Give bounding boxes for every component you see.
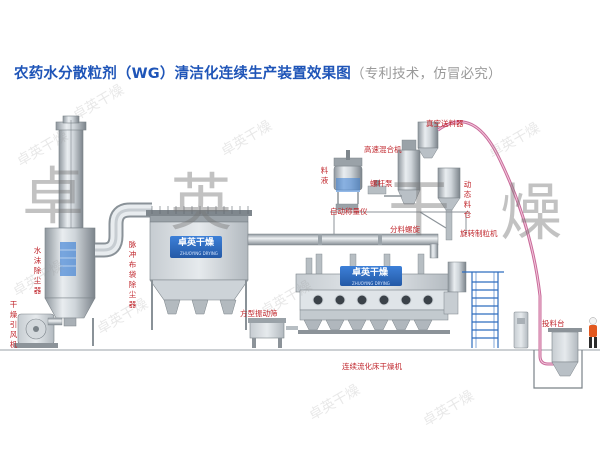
label-vacuum-feeder: 真空送料器 bbox=[426, 119, 464, 128]
label-material-liquid: 料液 bbox=[320, 166, 329, 185]
connecting-duct-top bbox=[247, 233, 439, 259]
feeding-platform-frame bbox=[330, 211, 470, 234]
diagram-title: 农药水分散粒剂（WG）清洁化连续生产装置效果图（专利技术，仿冒必究） bbox=[14, 62, 594, 83]
label-dynamic-silo: 动态料仓 bbox=[463, 180, 472, 219]
label-pulse-bag-filter: 脉冲布袋除尘器 bbox=[128, 240, 137, 309]
label-water-film-scrubber: 水沫除尘器 bbox=[33, 246, 42, 295]
label-rotary-granulator: 旋转制粒机 bbox=[460, 229, 498, 238]
brand-en-dryer: ZHUOYING DRYING bbox=[352, 281, 390, 286]
high-speed-mixer bbox=[384, 139, 421, 205]
label-granulator: 分料螺旋 bbox=[390, 225, 420, 234]
dynamic-silo bbox=[419, 167, 461, 241]
brand-logo-bag-filter: 卓英干燥 bbox=[178, 238, 215, 248]
feeding-station bbox=[513, 311, 583, 389]
vacuum-conveying-pipe bbox=[437, 120, 574, 366]
brand-en-bag-filter: ZHUOYING DRYING bbox=[180, 251, 218, 256]
label-feeding-station: 投料台 bbox=[542, 319, 565, 328]
worker-figure bbox=[589, 317, 597, 348]
pulse-bag-filter bbox=[146, 206, 252, 330]
watermark-large: 燥 bbox=[500, 176, 563, 249]
title-sub: （专利技术，仿冒必究） bbox=[351, 66, 502, 82]
screw-pump bbox=[367, 180, 387, 195]
dryer-induced-fan bbox=[14, 313, 63, 348]
water-film-scrubber bbox=[44, 115, 96, 346]
platform-ladder bbox=[462, 271, 504, 348]
title-main: 农药水分散粒剂（WG）清洁化连续生产装置效果图 bbox=[14, 66, 351, 82]
watermark-large: 英 bbox=[170, 166, 233, 239]
material-liquid-tank bbox=[333, 150, 363, 204]
label-auto-weighing: 自动称量仪 bbox=[330, 207, 368, 216]
brand-logo-dryer: 卓英干燥 bbox=[352, 268, 389, 278]
label-continuous-fluid-bed-dryer: 连续流化床干燥机 bbox=[342, 362, 402, 371]
label-dryer-induced-fan: 干燥引风机 bbox=[9, 300, 18, 349]
continuous-fluid-bed-dryer bbox=[295, 253, 467, 334]
label-screw-pump: 螺杆泵 bbox=[370, 179, 393, 188]
square-vibrating-screen bbox=[248, 318, 298, 348]
label-high-speed-mixer: 高速混合机 bbox=[364, 145, 402, 154]
auto-weighing bbox=[335, 203, 359, 211]
vacuum-feeder bbox=[417, 121, 439, 159]
connecting-duct-left bbox=[95, 202, 152, 258]
watermark-large: 卓 bbox=[22, 160, 85, 233]
watermark-large: 干 bbox=[388, 172, 451, 245]
label-square-vibrating-screen: 方型振动筛 bbox=[240, 309, 278, 318]
